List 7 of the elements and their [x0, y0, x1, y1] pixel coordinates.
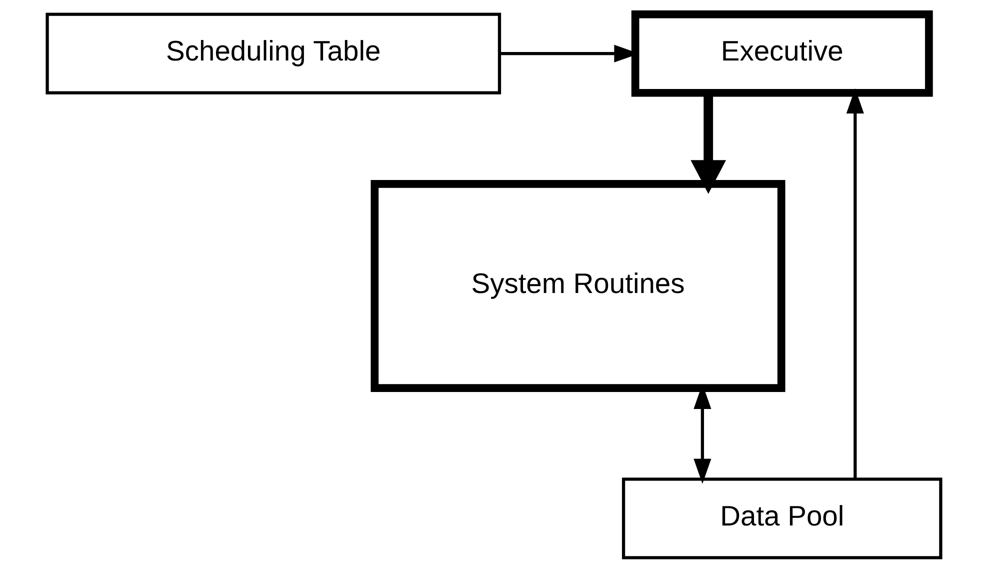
node-box: System Routines [370, 180, 785, 392]
arrow [846, 88, 864, 479]
arrow [500, 44, 639, 62]
arrow [693, 384, 711, 484]
node-box: Scheduling Table [45, 12, 501, 94]
node-box: Data Pool [621, 478, 942, 560]
node-box: Executive [630, 10, 932, 97]
